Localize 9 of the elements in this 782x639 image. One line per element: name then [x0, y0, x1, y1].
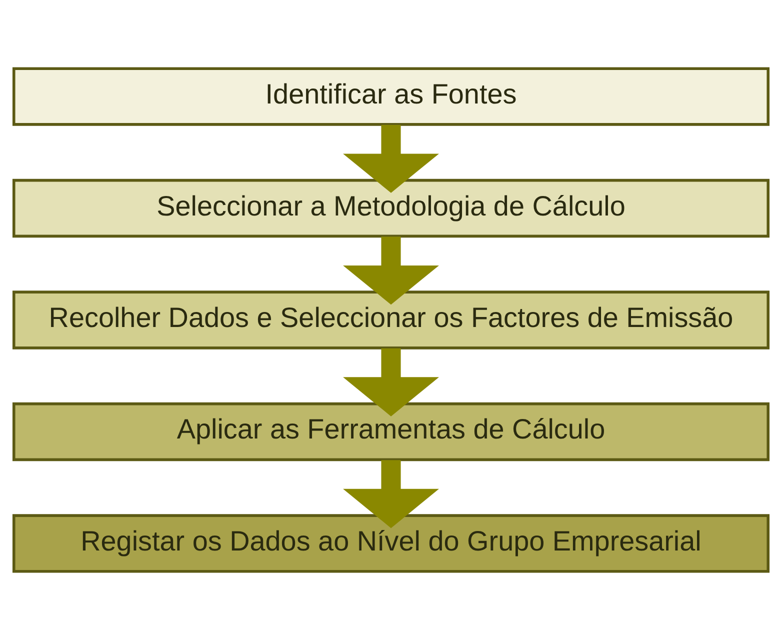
arrow — [343, 124, 439, 192]
node-box: Recolher Dados e Seleccionar os Factores de Emissão — [12, 290, 770, 349]
arrow — [343, 236, 439, 304]
node-box: Seleccionar a Metodologia de Cálculo — [12, 178, 770, 238]
node-box: Registar os Dados ao Nível do Grupo Empresarial — [12, 514, 770, 572]
node-box: Aplicar as Ferramentas de Cálculo — [12, 402, 770, 461]
node-box: Identificar as Fontes — [12, 66, 770, 126]
arrow — [343, 348, 439, 416]
arrow — [343, 460, 439, 528]
